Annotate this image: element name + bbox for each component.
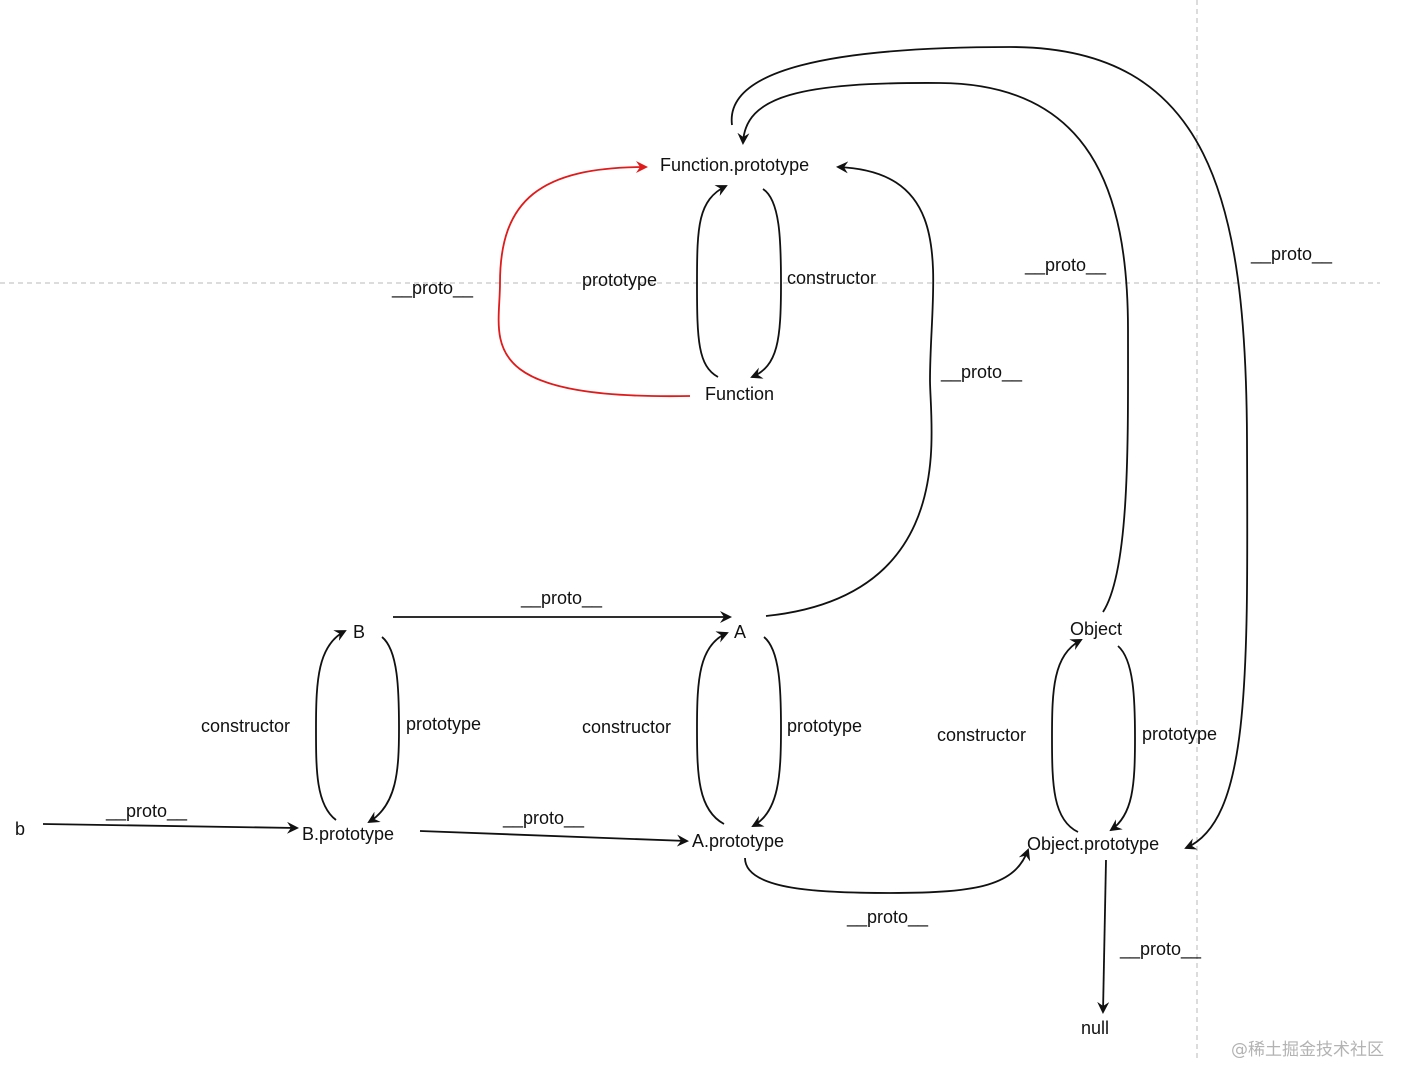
edge-b-instance-proto-to-b-prototype [42,821,299,834]
label-b-prototype-proto: __proto__ [502,808,585,829]
label-a-prototype: prototype [787,716,862,736]
node-a-prototype: A.prototype [692,831,784,851]
edge-object-prototype-to-object-prototype [1109,645,1136,832]
edge-function-prototype-to-function-prototype [696,185,728,378]
edge-object-prototype-constructor-to-object [1051,639,1083,833]
label-object-prototype-proto-null: __proto__ [1119,939,1202,960]
node-b: B [353,622,365,642]
label-function-prototype: prototype [582,270,657,290]
label-object-proto-to-function-prototype: __proto__ [1024,255,1107,276]
edge-function-prototype-constructor-to-function [750,188,782,379]
node-function: Function [705,384,774,404]
label-b-instance-proto: __proto__ [105,801,188,822]
edge-a-prototype-proto-to-object-prototype [744,848,1031,894]
node-a: A [734,622,746,642]
node-function-prototype: Function.prototype [660,155,809,175]
edge-b-prototype-to-b-prototype [367,636,400,824]
label-function-proto-red: __proto__ [391,278,474,299]
edge-a-prototype-to-a-prototype [751,636,782,827]
edge-function-prototype-proto-to-object-prototype [730,46,1249,850]
label-object-constructor: constructor [937,725,1026,745]
label-function-prototype-proto-to-object-prototype: __proto__ [1250,244,1333,265]
label-a-proto-to-function-prototype: __proto__ [940,362,1023,383]
node-object-prototype: Object.prototype [1027,834,1159,854]
label-b-proto-to-a: __proto__ [520,588,603,609]
edge-a-proto-to-function-prototype [765,161,935,617]
edge-b-prototype-constructor-to-b [315,630,347,821]
node-b-prototype: B.prototype [302,824,394,844]
label-a-constructor: constructor [582,717,671,737]
node-object: Object [1070,619,1122,639]
label-b-constructor: constructor [201,716,290,736]
label-object-prototype: prototype [1142,724,1217,744]
node-null: null [1081,1018,1109,1038]
label-b-prototype: prototype [406,714,481,734]
edge-b-prototype-proto-to-a-prototype [419,830,689,847]
watermark: @稀土掘金技术社区 [1231,1040,1384,1060]
edge-object-proto-to-function-prototype [737,82,1129,613]
label-function-prototype-constructor: constructor [787,268,876,288]
edge-function-proto-to-function-prototype [497,161,691,398]
label-a-prototype-proto: __proto__ [846,907,929,928]
edge-a-prototype-constructor-to-a [696,631,729,825]
edge-object-prototype-proto-to-null [1097,859,1110,1014]
node-b-instance: b [15,819,25,839]
